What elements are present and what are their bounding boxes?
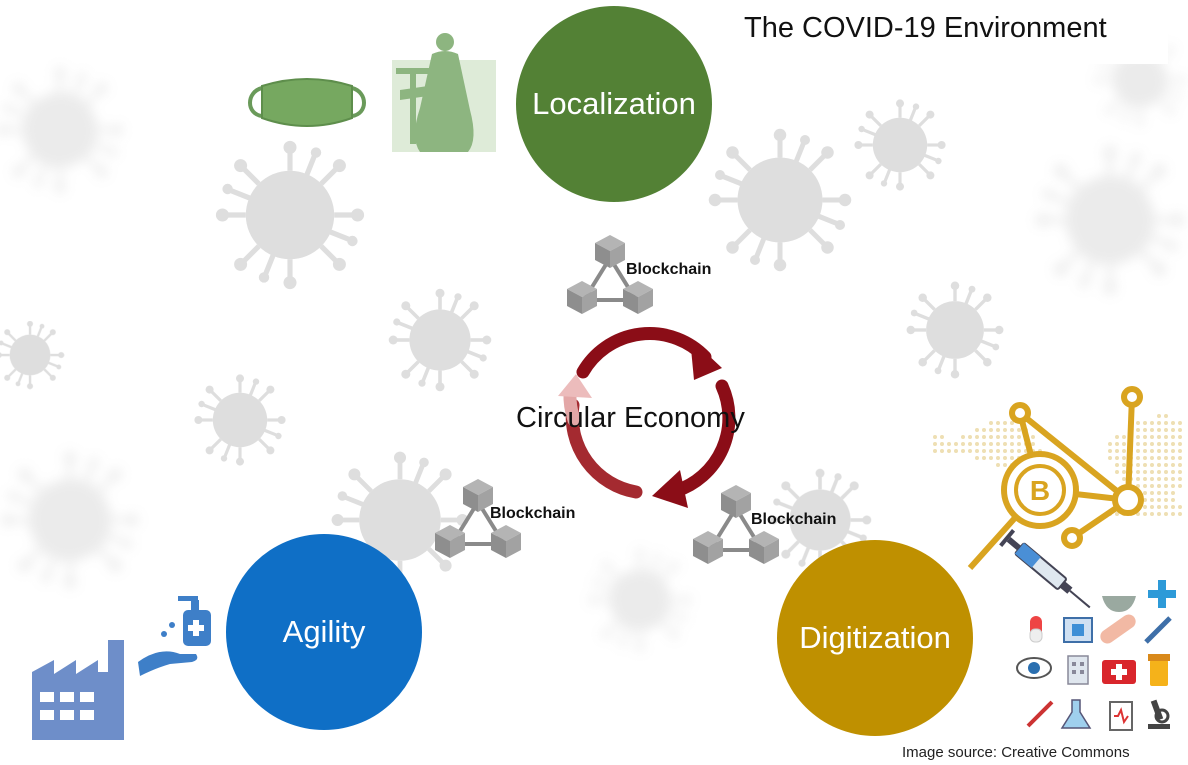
blockchain-label: Blockchain (751, 511, 837, 528)
injection-icon (1144, 616, 1172, 644)
virus-icon (0, 319, 66, 391)
syringe-icon (999, 529, 1091, 609)
medical-icons-grid (1016, 580, 1176, 731)
image-source-caption: Image source: Creative Commons (902, 744, 1130, 761)
seamstress-sewing-machine-icon (392, 33, 496, 152)
cycle-arrow-top (576, 327, 712, 379)
hospital-building-icon (1067, 655, 1089, 685)
bowl-icon (1102, 596, 1136, 612)
pill-bottle-icon (1148, 654, 1170, 686)
arrowhead-top (690, 338, 722, 380)
factory-icon (32, 640, 124, 740)
cycle-arrows (558, 327, 736, 508)
page-title: The COVID-19 Environment (744, 12, 1107, 44)
virus-icon (586, 546, 694, 654)
first-aid-kit-icon (1102, 660, 1136, 684)
virus-icon (709, 129, 852, 272)
blockchain-label: Blockchain (626, 261, 712, 278)
bitcoin-network-icon (967, 386, 1144, 571)
svg-text:B: B (1030, 475, 1050, 506)
digitization-circle: Digitization (777, 540, 973, 736)
bandage-icon (1100, 614, 1136, 644)
title-box (728, 6, 1168, 64)
localization-circle: Localization (516, 6, 712, 202)
virus-icon (216, 141, 364, 289)
hand-sanitizer-icon (138, 596, 211, 676)
virus-icon (2, 452, 139, 589)
circular-economy-label: Circular Economy (516, 402, 745, 434)
arrowhead-left (558, 374, 592, 398)
clipboard-icon (1109, 701, 1133, 731)
virus-icon (386, 286, 494, 394)
virus-icon (904, 279, 1006, 381)
monitor-icon (1063, 617, 1093, 643)
virus-icon (1036, 146, 1184, 294)
agility-circle: Agility (226, 534, 422, 730)
microscope-icon (1148, 699, 1170, 729)
arrowhead-right (652, 470, 688, 508)
virus-icon (0, 67, 123, 192)
blockchain-label: Blockchain (490, 505, 576, 522)
medical-star-icon (1148, 580, 1176, 608)
virus-icon (852, 97, 948, 193)
cycle-arrow-right (669, 379, 736, 498)
eye-icon (1016, 657, 1052, 679)
thermometer-icon (1026, 700, 1054, 728)
pill-icon (1029, 616, 1043, 643)
face-mask-icon (248, 78, 366, 127)
flask-icon (1060, 699, 1092, 729)
virus-icon (192, 372, 288, 468)
